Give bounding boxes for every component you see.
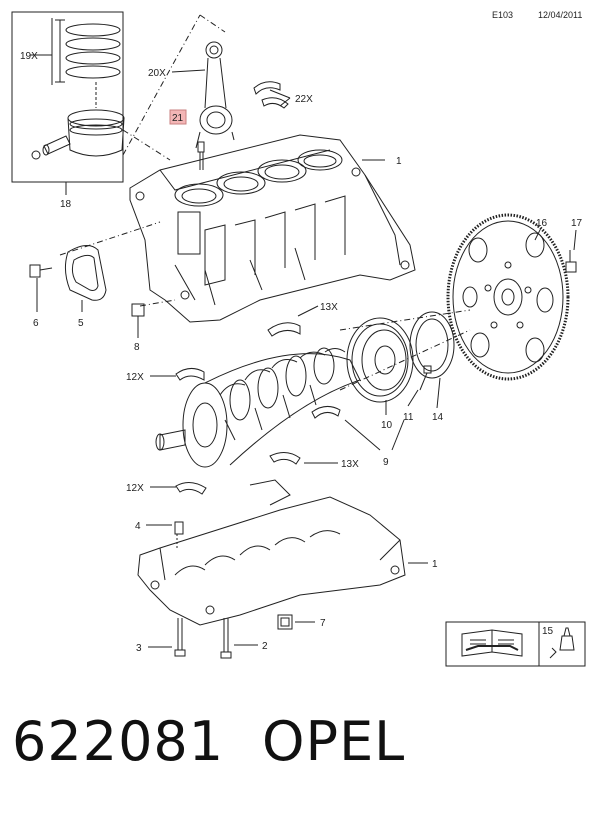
- callout-21: 21: [172, 113, 184, 124]
- repair-manual-icon: [461, 629, 523, 657]
- callout-18: 18: [60, 199, 72, 210]
- callout-4: 4: [135, 521, 141, 532]
- callout-11: 11: [403, 412, 414, 423]
- callout-9: 9: [383, 457, 389, 468]
- part-number: 622081: [12, 710, 225, 773]
- main-bearing-shells-upper: [175, 322, 301, 381]
- diagram-code: E103: [492, 10, 514, 20]
- callout-12-lower: 12X: [126, 483, 144, 494]
- callout-22: 22X: [295, 94, 313, 105]
- brand-name: OPEL: [262, 710, 406, 773]
- callout-8: 8: [134, 342, 140, 353]
- assembly-guides: [59, 14, 471, 391]
- engine-block: [129, 134, 416, 323]
- sealant-tube-icon: [549, 627, 575, 659]
- bolt-17: [565, 250, 577, 273]
- rod-bolt: [197, 141, 205, 170]
- callout-labels: 19X 20X 21 22X 1 18 16 17 6 5 8 13X 12X …: [20, 51, 583, 654]
- callout-16: 16: [536, 218, 548, 229]
- rear-seal: [409, 311, 455, 379]
- sealant-reference-box: [538, 621, 586, 667]
- callout-13-lower: 13X: [341, 459, 359, 470]
- plug-7: [277, 614, 293, 630]
- piston-inset-frame: [11, 11, 124, 183]
- callout-21-highlight: [169, 109, 187, 125]
- plug-8: [131, 303, 145, 330]
- callout-6: 6: [33, 318, 39, 329]
- callout-1-bedplate: 1: [432, 559, 438, 570]
- flexplate: [446, 213, 570, 381]
- dowel-4: [174, 521, 184, 548]
- bolt-11: [419, 365, 432, 391]
- diagram-date: 12/04/2011: [538, 10, 583, 20]
- callout-13-upper: 13X: [320, 302, 338, 313]
- callout-1-block: 1: [396, 156, 402, 167]
- rod-bearing-shells: [253, 81, 289, 109]
- bolt-2: [220, 618, 232, 659]
- callout-20: 20X: [148, 68, 166, 79]
- exploded-engine-block-diagram: 19X 20X 21 22X 1 18 16 17 6 5 8 13X 12X …: [11, 11, 586, 667]
- callout-10: 10: [381, 420, 393, 431]
- callout-17: 17: [571, 218, 583, 229]
- callout-19: 19X: [20, 51, 38, 62]
- main-bearing-shells-lower: [175, 406, 341, 495]
- leader-lines: [30, 18, 577, 648]
- callout-3: 3: [136, 643, 142, 654]
- connecting-rod: [195, 41, 235, 149]
- bedplate: [137, 479, 406, 626]
- callout-15: 15: [542, 626, 554, 637]
- bolt-3: [174, 618, 186, 657]
- callout-12-upper: 12X: [126, 372, 144, 383]
- crankshaft: [155, 347, 361, 468]
- piston-pin: [31, 135, 71, 160]
- piston-rings: [55, 19, 121, 83]
- bolt-6: [29, 264, 53, 278]
- callout-7: 7: [320, 618, 326, 629]
- cover-gasket: [64, 245, 107, 301]
- callout-5: 5: [78, 318, 84, 329]
- piston: [67, 82, 125, 157]
- ring-gear-plate: [346, 317, 414, 403]
- callout-14: 14: [432, 412, 444, 423]
- callout-2: 2: [262, 641, 268, 652]
